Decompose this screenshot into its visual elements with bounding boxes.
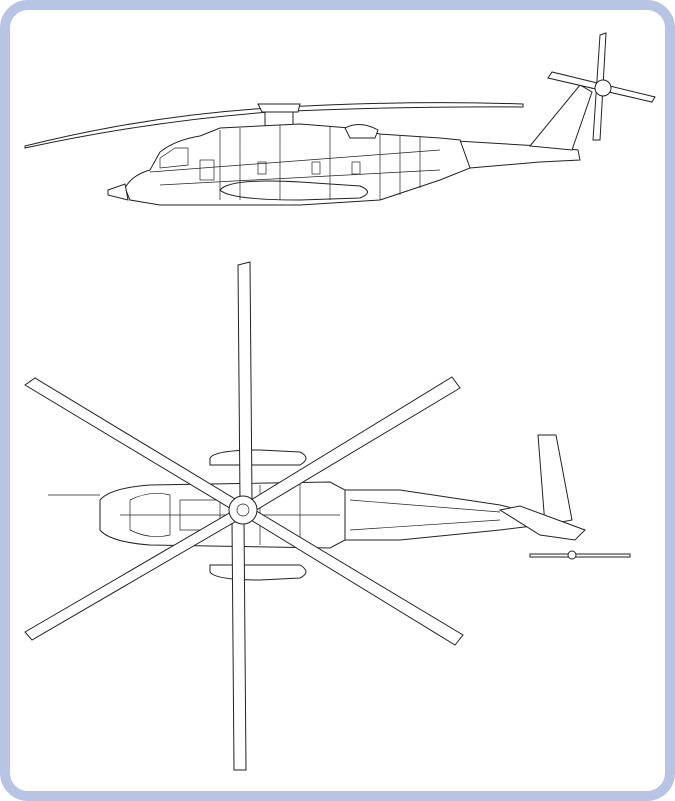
vertical-fin-top <box>537 434 573 526</box>
window-2 <box>311 161 321 175</box>
rotor-mast <box>264 111 294 127</box>
top-view <box>24 261 631 771</box>
rotor-blade-north <box>237 261 253 501</box>
window-1 <box>257 161 267 175</box>
sponson <box>219 180 368 201</box>
fuselage-panel-lines <box>149 125 441 200</box>
tail-rotor-hub <box>594 79 612 97</box>
sponson-top-left <box>209 449 307 466</box>
window-3 <box>351 161 361 175</box>
rotor-head <box>257 103 301 113</box>
engine-nacelle <box>344 124 379 139</box>
tail-rotor-top <box>529 553 631 558</box>
tail-pylon <box>529 84 593 151</box>
tail-stab-top <box>498 505 586 541</box>
cockpit-window <box>159 147 189 169</box>
sponson-top-right <box>209 564 307 581</box>
side-door <box>199 159 215 181</box>
nose <box>107 183 129 201</box>
rotor-hub-inner <box>236 503 250 517</box>
tail-rotor-hub-top <box>567 550 577 560</box>
side-view <box>24 32 656 206</box>
main-rotor-top <box>24 261 464 771</box>
fuselage <box>124 123 471 206</box>
rotor-hub-top <box>228 495 258 525</box>
rotor-blade-south <box>231 519 247 771</box>
